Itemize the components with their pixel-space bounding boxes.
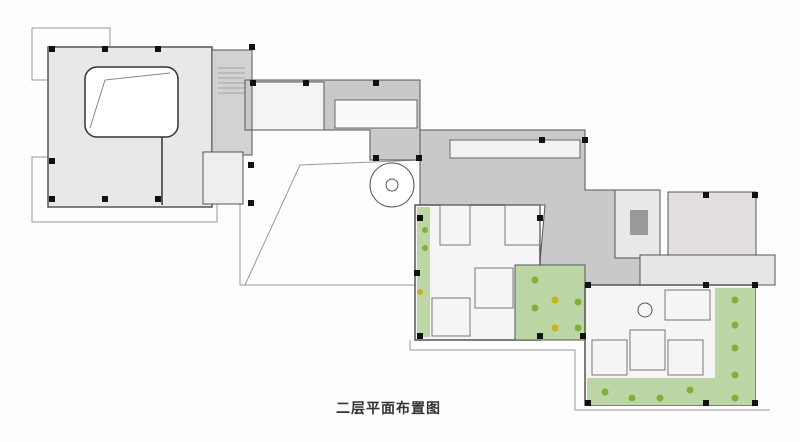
atrium-void (84, 66, 179, 138)
office-rooms (251, 81, 325, 131)
meeting-room (334, 99, 418, 129)
structural-columns (49, 44, 758, 406)
toilets-left (202, 151, 244, 205)
spiral-stair (369, 162, 415, 208)
garden-a (514, 264, 586, 341)
east-corridor (639, 254, 776, 286)
toilets-right (667, 191, 757, 256)
reception (449, 139, 581, 159)
stair-treads (218, 67, 245, 94)
trees (417, 227, 739, 402)
garden-strip-a (417, 207, 430, 337)
apartment-b-rooms (591, 289, 711, 376)
drawing-title: 二层平面布置图 (336, 401, 441, 417)
apartment-a-rooms (431, 204, 541, 337)
